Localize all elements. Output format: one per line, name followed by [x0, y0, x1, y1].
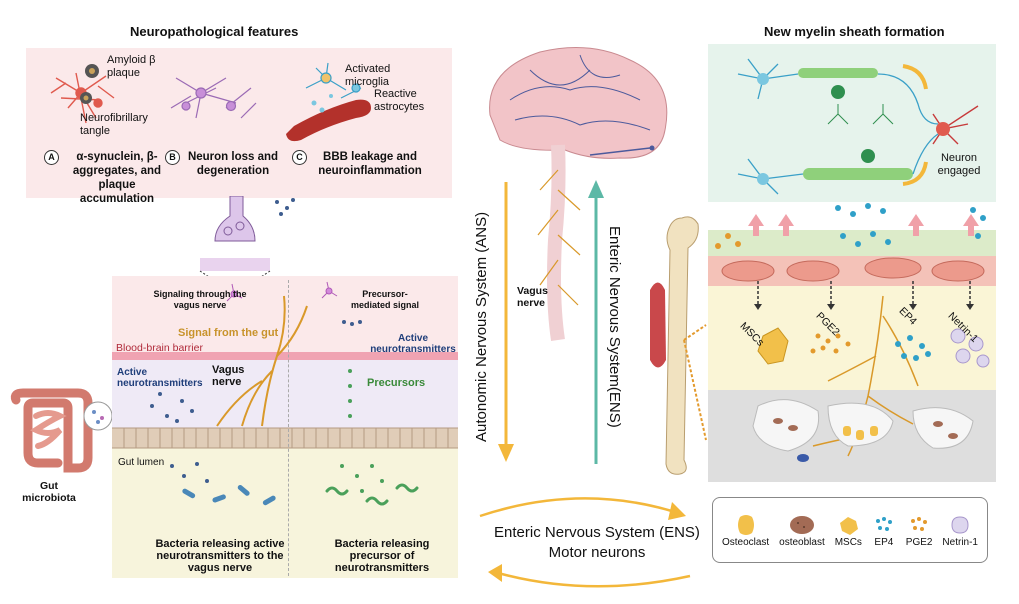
bone-illustration — [715, 203, 990, 462]
active-nt-right-label: Active neurotransmitters — [370, 333, 456, 355]
legend-box: Osteoclast osteoblast MSCs EP4 PGE2 Netr… — [712, 497, 988, 563]
vagus-nerve-icon — [216, 295, 308, 427]
gut-lumen-label: Gut lumen — [118, 457, 165, 468]
lamina-zone — [112, 360, 458, 430]
marrow-zone — [708, 286, 996, 390]
myelin-title: New myelin sheath formation — [764, 24, 945, 39]
feature-b: B Neuron loss and degeneration — [165, 150, 285, 178]
neuron-loss-icon — [170, 77, 257, 119]
active-nt-dots-right — [342, 320, 362, 326]
bacteria-precursor-label: Bacteria releasing precursor of neurotra… — [334, 538, 430, 574]
active-nt-left-label: Active neurotransmitters — [117, 367, 203, 389]
legend-osteoblast-label: osteoblast — [779, 536, 825, 548]
neurotransmitter-dots-left — [150, 392, 209, 483]
precursors-label: Precursors — [367, 377, 426, 389]
neuron-engaged-label: Neuron engaged — [937, 152, 981, 177]
vagus-nerve-label-left: Vagus nerve — [212, 364, 245, 388]
legend-pge2: PGE2 — [905, 513, 933, 548]
legend-osteoblast: osteoblast — [779, 513, 825, 548]
amyloid-plaque-icon — [80, 64, 99, 104]
ens-arrow-icon — [588, 180, 604, 464]
osteoblast-icon — [789, 515, 814, 534]
intestine-illustration — [10, 388, 112, 473]
synapse-illustration — [199, 196, 295, 276]
feature-c-marker: C — [292, 150, 307, 165]
legend-mscs: MSCs — [835, 513, 862, 548]
legend-osteoclast: Osteoclast — [722, 513, 769, 548]
legend-pge2-label: PGE2 — [905, 536, 933, 548]
precursor-signal-label: Precursor-mediated signal — [350, 289, 420, 310]
precursor-dots-right — [340, 369, 384, 493]
feature-c: C BBB leakage and neuroinflammation — [292, 150, 432, 178]
bbb-label: Blood-brain barrier — [116, 342, 203, 354]
microglia-label: Activated microglia — [345, 63, 391, 88]
amyloid-label: Amyloid β plaque — [107, 54, 156, 79]
bacteria-right-icon — [325, 483, 419, 506]
brain-neuron-icon — [226, 281, 338, 302]
mscs-icon — [840, 516, 859, 535]
legend-osteoclast-label: Osteoclast — [721, 536, 770, 548]
feature-c-text: BBB leakage and neuroinflammation — [318, 151, 422, 177]
vagus-nerve-center-label: Vagus nerve — [517, 285, 548, 309]
gut-brain-illustration — [112, 281, 458, 506]
microglia-icon — [305, 62, 362, 99]
feature-b-marker: B — [165, 150, 180, 165]
motor-arrows-icon — [479, 497, 691, 588]
legend-ep4-label: EP4 — [874, 536, 894, 548]
signal-from-gut-label: Signal from the gut — [178, 327, 279, 339]
neuropathology-title: Neuropathological features — [130, 24, 299, 39]
ans-label: Autonomic Nervous System (ANS) — [473, 211, 490, 443]
bbb-band — [112, 352, 458, 360]
legend-ep4: EP4 — [872, 513, 896, 548]
astrocyte-icon — [311, 94, 333, 113]
ep4-icon — [875, 516, 892, 531]
blood-vessel-icon — [286, 99, 371, 142]
feature-b-text: Neuron loss and degeneration — [187, 151, 279, 177]
bacteria-active-label: Bacteria releasing active neurotransmitt… — [155, 538, 285, 574]
osteoclast-icon — [737, 514, 754, 535]
epithelium-band — [112, 428, 458, 448]
gut-microbiota-label: Gut microbiota — [22, 480, 76, 504]
feature-a: A α-synuclein, β-aggregates, and plaque … — [44, 150, 174, 206]
ens-motor-line2: Motor neurons — [548, 544, 646, 561]
ens-motor-text: Enteric Nervous System (ENS) Motor neuro… — [474, 523, 720, 563]
netrin-icon — [951, 515, 969, 534]
signal-vagus-label: Signaling through the vagus nerve — [153, 289, 247, 310]
ens-motor-line1: Enteric Nervous System (ENS) — [494, 524, 700, 541]
femur-illustration — [650, 216, 707, 475]
neuropathology-illustration — [50, 62, 371, 142]
ans-arrow-icon — [498, 182, 514, 462]
legend-netrin: Netrin-1 — [942, 513, 978, 548]
bacteria-left-icon — [182, 484, 276, 506]
astrocytes-label: Reactive astrocytes — [374, 88, 425, 113]
ens-vertical-label: Enteric Nervous System(ENS) — [606, 226, 623, 428]
legend-mscs-label: MSCs — [834, 536, 862, 548]
msc-cell-icon — [757, 327, 789, 365]
feature-a-marker: A — [44, 150, 59, 165]
feature-a-text: α-synuclein, β-aggregates, and plaque ac… — [72, 151, 162, 205]
tangle-label: Neurofibrillary tangle — [80, 112, 148, 137]
pge2-icon — [911, 516, 928, 531]
gut-lumen-zone — [112, 448, 458, 578]
vagus-nerve-center-icon — [537, 169, 581, 306]
brain-spinal-illustration — [489, 47, 668, 342]
myelin-illustration — [737, 58, 979, 195]
legend-netrin-label: Netrin-1 — [942, 536, 978, 548]
neuron-engaged-icon — [932, 105, 979, 145]
